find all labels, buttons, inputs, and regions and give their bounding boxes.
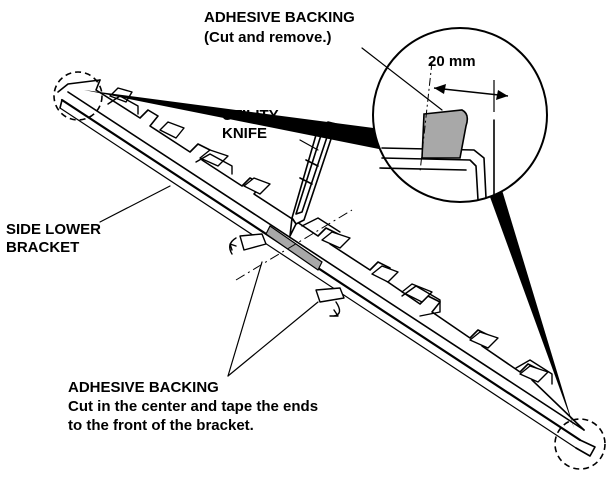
label-adhesive-bottom: ADHESIVE BACKING Cut in the center and t…: [68, 379, 322, 434]
leader-lines: [99, 47, 443, 377]
detail-circle-left: [53, 71, 103, 121]
dimension-line: [433, 80, 509, 112]
adhesive-backing-center: [265, 225, 323, 271]
label-dimension: 20 mm: [428, 53, 476, 70]
detail-magnifier: [84, 27, 574, 428]
adhesive-tape-end-right: [315, 287, 345, 317]
detail-circle-right: [554, 418, 606, 470]
utility-knife-icon: [289, 121, 337, 237]
side-lower-bracket: [57, 79, 596, 457]
label-utility-knife: UTILITY KNIFE: [222, 107, 283, 142]
adhesive-tape-end-left: [229, 233, 267, 255]
adhesive-piece-detail: [421, 109, 469, 159]
label-side-lower-bracket: SIDE LOWER BRACKET: [6, 221, 105, 256]
cut-line: [235, 209, 353, 281]
label-adhesive-top: ADHESIVE BACKING (Cut and remove.): [204, 9, 359, 46]
